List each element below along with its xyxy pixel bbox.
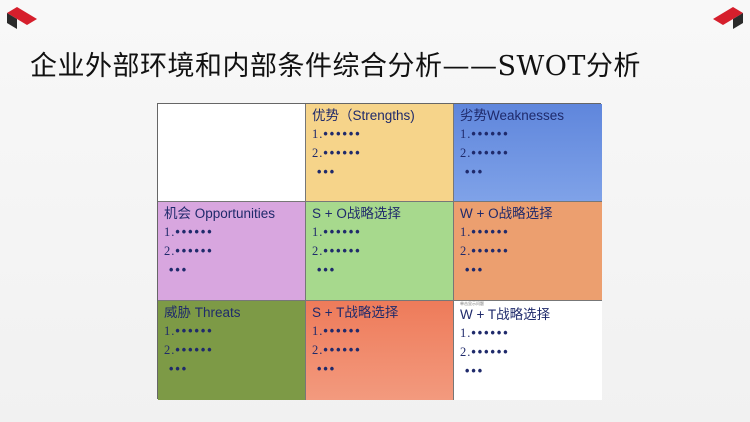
so-title: S + O战略选择 — [312, 206, 401, 221]
wt-title: W + T战略选择 — [460, 307, 551, 322]
swot-threats-cell: 威胁 Threats 1.•••••• 2.•••••• ••• — [158, 301, 306, 400]
wo-title: W + O战略选择 — [460, 206, 553, 221]
placeholder-line: 2.•••••• — [312, 343, 362, 357]
swot-strengths-cell: 优势（Strengths) 1.•••••• 2.•••••• ••• — [306, 104, 454, 202]
swot-opportunities-cell: 机会 Opportunities 1.•••••• 2.•••••• ••• — [158, 202, 306, 301]
swot-st-cell: S + T战略选择 1.•••••• 2.•••••• ••• — [306, 301, 454, 400]
placeholder-line: 2.•••••• — [312, 244, 362, 258]
placeholder-line: 1.•••••• — [164, 225, 214, 239]
placeholder-line: 1.•••••• — [164, 324, 214, 338]
placeholder-line: 1.•••••• — [460, 127, 510, 141]
corner-decoration-icon — [713, 7, 743, 29]
placeholder-line: 1.•••••• — [460, 225, 510, 239]
swot-wt-cell: 单击显示问题 W + T战略选择 1.•••••• 2.•••••• ••• — [454, 301, 602, 400]
corner-decoration-icon — [7, 7, 37, 29]
swot-table: 优势（Strengths) 1.•••••• 2.•••••• ••• 劣势We… — [157, 103, 602, 400]
placeholder-line: 2.•••••• — [164, 343, 214, 357]
swot-empty-cell — [158, 104, 306, 202]
weaknesses-title: 劣势Weaknesses — [460, 108, 565, 123]
swot-so-cell: S + O战略选择 1.•••••• 2.•••••• ••• — [306, 202, 454, 301]
placeholder-line: 1.•••••• — [312, 324, 362, 338]
placeholder-line: ••• — [169, 362, 189, 376]
placeholder-line: 2.•••••• — [460, 146, 510, 160]
placeholder-line: ••• — [317, 362, 337, 376]
opportunities-title: 机会 Opportunities — [164, 206, 276, 221]
placeholder-line: 2.•••••• — [460, 244, 510, 258]
placeholder-line: 2.•••••• — [164, 244, 214, 258]
placeholder-line: ••• — [169, 263, 189, 277]
swot-wo-cell: W + O战略选择 1.•••••• 2.•••••• ••• — [454, 202, 602, 301]
placeholder-line: 1.•••••• — [312, 225, 362, 239]
placeholder-line: ••• — [317, 263, 337, 277]
placeholder-line: ••• — [465, 364, 485, 378]
placeholder-line: ••• — [465, 263, 485, 277]
wt-tiny-label: 单击显示问题 — [460, 301, 484, 306]
placeholder-line: ••• — [465, 165, 485, 179]
slide-title: 企业外部环境和内部条件综合分析——SWOT分析 — [30, 51, 641, 82]
placeholder-line: ••• — [317, 165, 337, 179]
swot-weaknesses-cell: 劣势Weaknesses 1.•••••• 2.•••••• ••• — [454, 104, 602, 202]
threats-title: 威胁 Threats — [164, 305, 241, 320]
placeholder-line: 1.•••••• — [460, 326, 510, 340]
placeholder-line: 2.•••••• — [312, 146, 362, 160]
strengths-title: 优势（Strengths) — [312, 108, 415, 123]
st-title: S + T战略选择 — [312, 305, 399, 320]
placeholder-line: 1.•••••• — [312, 127, 362, 141]
placeholder-line: 2.•••••• — [460, 345, 510, 359]
